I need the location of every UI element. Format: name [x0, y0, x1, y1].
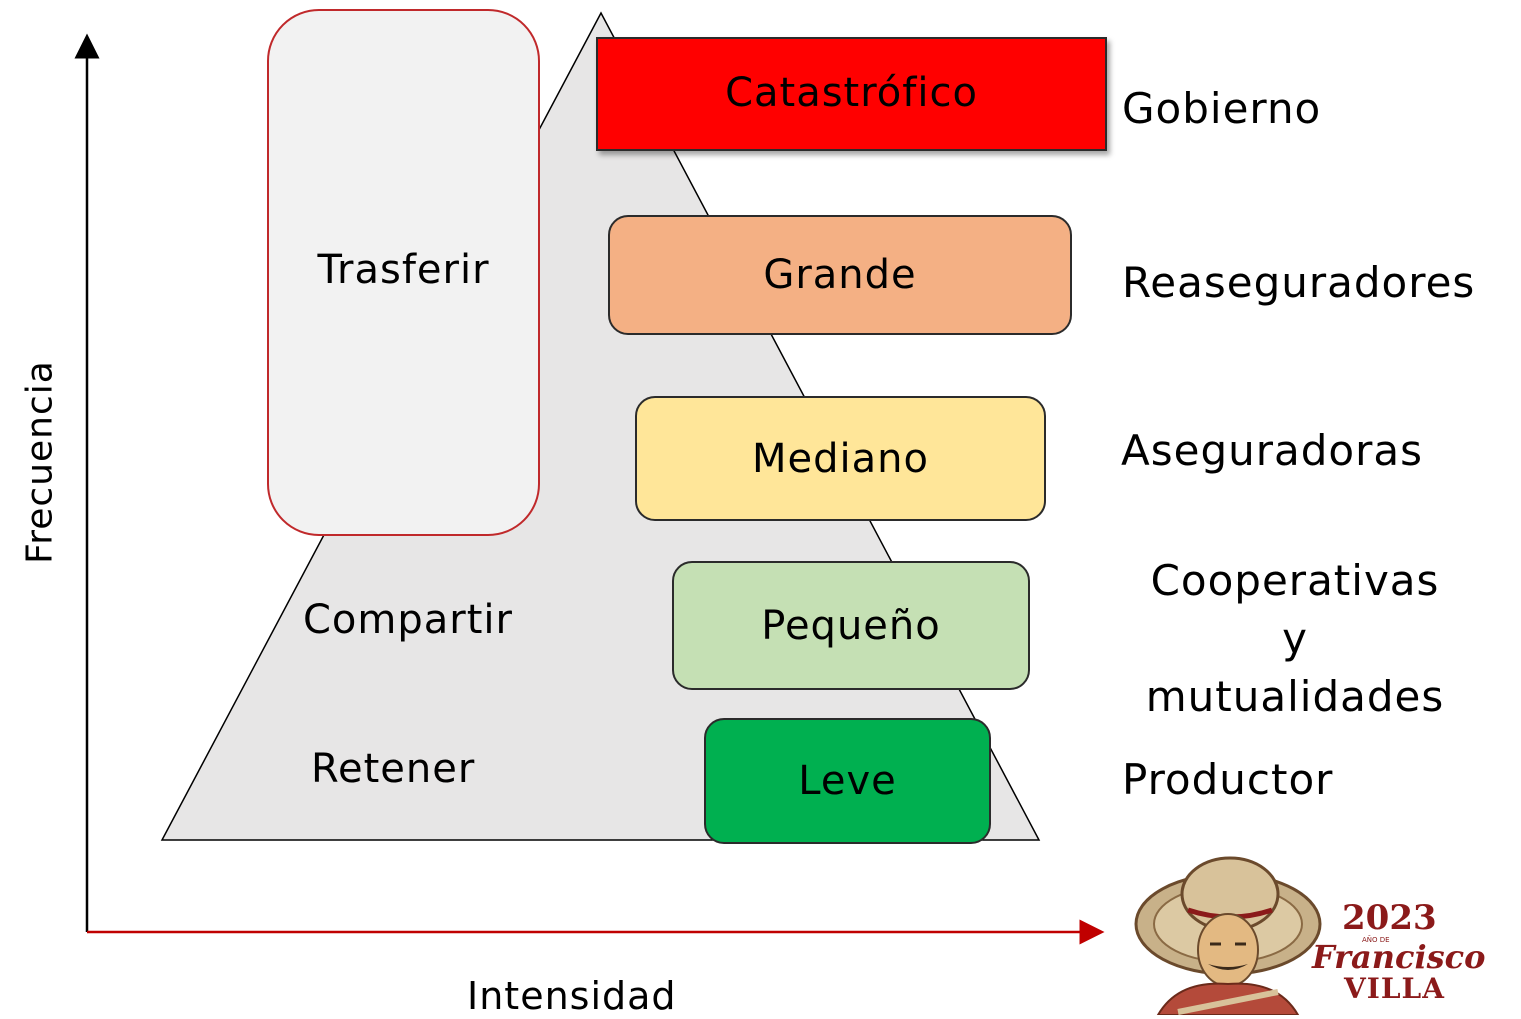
level-small: Pequeño	[672, 561, 1030, 690]
entity-productor: Productor	[1122, 755, 1334, 804]
francisco-villa-portrait-icon	[1134, 856, 1322, 1016]
logo-name-line1: Francisco	[1312, 938, 1486, 976]
transfer-label: Trasferir	[317, 246, 490, 293]
transfer-zone: Trasferir	[267, 9, 540, 536]
level-catastrophic-label: Catastrófico	[725, 69, 978, 116]
logo-year: 2023	[1342, 898, 1437, 938]
francisco-villa-logo: 2023 AÑO DE Francisco VILLA	[1118, 852, 1486, 1016]
entity-cooperativas-line2: y	[1282, 614, 1308, 663]
level-minor-label: Leve	[798, 758, 897, 804]
entity-aseguradoras: Aseguradoras	[1121, 426, 1423, 475]
entity-cooperativas-line1: Cooperativas	[1150, 556, 1440, 605]
logo-name-line2: VILLA	[1344, 972, 1445, 1005]
level-small-label: Pequeño	[761, 602, 941, 649]
share-label: Compartir	[303, 597, 513, 643]
x-axis-label: Intensidad	[467, 974, 677, 1018]
level-medium-label: Mediano	[752, 435, 929, 482]
level-medium: Mediano	[635, 396, 1046, 521]
y-axis-label: Frecuencia	[19, 360, 61, 564]
entity-cooperativas: Cooperativas y mutualidades	[1120, 552, 1470, 726]
level-large-label: Grande	[763, 252, 917, 298]
entity-gobierno: Gobierno	[1122, 84, 1322, 133]
level-minor: Leve	[704, 718, 991, 844]
entity-cooperativas-line3: mutualidades	[1145, 672, 1445, 721]
logo-small-text: AÑO DE	[1362, 936, 1390, 944]
entity-reaseguradores: Reaseguradores	[1122, 258, 1476, 307]
level-catastrophic: Catastrófico	[596, 37, 1107, 151]
retain-label: Retener	[311, 746, 476, 792]
level-large: Grande	[608, 215, 1072, 335]
